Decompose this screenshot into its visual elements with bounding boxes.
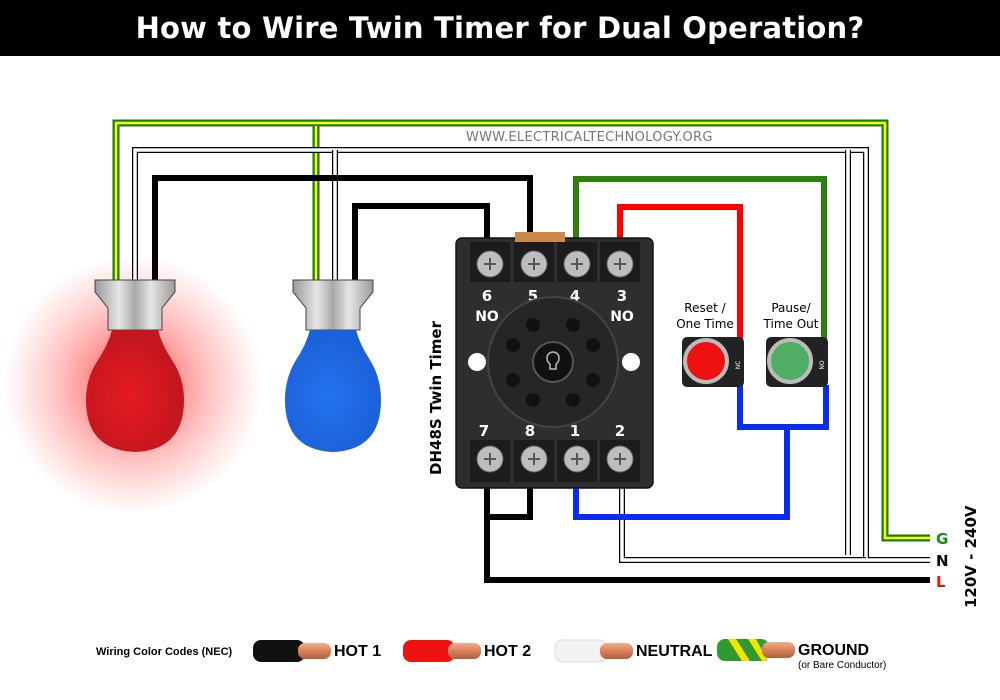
terminal-3-type: NO: [610, 309, 634, 325]
pause-button-group: Pause/ Time Out NO: [763, 301, 828, 387]
reset-button-label-2: One Time: [676, 317, 734, 331]
legend-neutral-label: NEUTRAL: [636, 643, 713, 660]
lamp-socket: [94, 279, 176, 331]
supply-voltage: 120V - 240V: [962, 505, 980, 608]
terminal-4-number: 4: [570, 287, 580, 305]
blue-lamp: [285, 279, 381, 452]
legend: Wiring Color Codes (NEC) HOT 1 HOT 2 NEU…: [96, 639, 886, 671]
title-bar: How to Wire Twin Timer for Dual Operatio…: [0, 0, 1000, 56]
ground-wire: [112, 119, 930, 542]
legend-ground-label: GROUND: [798, 642, 869, 659]
terminal-5-number: 5: [528, 287, 538, 305]
watermark: WWW.ELECTRICALTECHNOLOGY.ORG: [466, 130, 713, 145]
terminal-7-number: 7: [479, 422, 489, 440]
legend-hot1: HOT 1: [253, 640, 381, 662]
supply-neutral-label: N: [936, 552, 949, 570]
legend-hot1-label: HOT 1: [334, 643, 381, 660]
page-title: How to Wire Twin Timer for Dual Operatio…: [135, 11, 865, 45]
terminal-6-number: 6: [482, 287, 492, 305]
supply-line-label: L: [936, 573, 946, 591]
hot1-wire: [152, 175, 930, 583]
terminal-3-number: 3: [617, 287, 627, 305]
legend-ground: GROUND (or Bare Conductor): [717, 639, 886, 671]
control-wire-red: [617, 204, 743, 340]
legend-neutral: NEUTRAL: [554, 639, 713, 663]
pause-contact-type: NO: [819, 360, 826, 369]
reset-contact-type: NC: [735, 361, 742, 370]
reset-button-group: Reset / One Time NC: [676, 301, 744, 387]
legend-hot2: HOT 2: [403, 640, 531, 662]
bulb: [285, 330, 381, 452]
timer-base: 6 5 4 3 NO NC NC NO: [455, 232, 654, 489]
control-wire-green: [573, 176, 827, 340]
supply-ground-label: G: [936, 530, 948, 548]
reset-button[interactable]: [683, 338, 729, 384]
red-lamp: [86, 279, 184, 452]
neutral-wire: [132, 147, 930, 563]
bulb: [86, 330, 184, 452]
top-terminals: [470, 242, 640, 282]
bottom-terminals: [470, 440, 640, 482]
terminal-2-number: 2: [615, 422, 625, 440]
terminal-1-number: 1: [570, 422, 580, 440]
common-wire-blue: [573, 385, 829, 520]
lamp-socket: [292, 279, 374, 331]
terminal-6-type: NO: [475, 309, 499, 325]
terminal-8-number: 8: [525, 422, 535, 440]
key-icon: [532, 341, 574, 383]
legend-title: Wiring Color Codes (NEC): [96, 646, 233, 658]
legend-hot2-label: HOT 2: [484, 643, 531, 660]
pause-button[interactable]: [767, 338, 813, 384]
legend-ground-sublabel: (or Bare Conductor): [798, 660, 886, 671]
timer-label: DH48S Twin Timer: [427, 320, 445, 475]
pause-button-label-1: Pause/: [771, 301, 811, 315]
pause-button-label-2: Time Out: [763, 317, 819, 331]
reset-button-label-1: Reset /: [684, 301, 726, 315]
